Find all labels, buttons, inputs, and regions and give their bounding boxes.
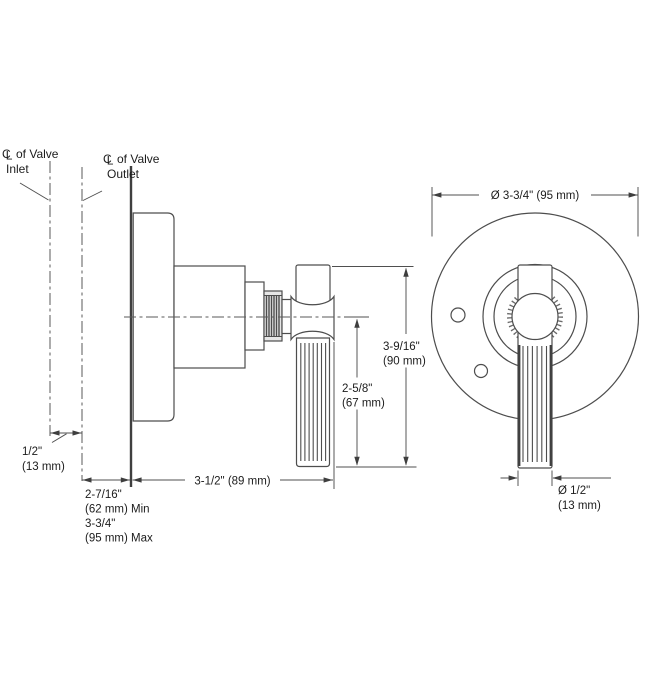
arrowhead <box>72 430 82 436</box>
svg-text:Ø 3-3/4" (95 mm): Ø 3-3/4" (95 mm) <box>491 190 580 202</box>
svg-text:Outlet: Outlet <box>107 167 140 181</box>
dim-projection: 3-1/2" (89 mm) <box>132 342 335 489</box>
stem-flutes-front <box>518 345 552 466</box>
svg-text:2-7/16": 2-7/16" <box>85 489 122 501</box>
arrowhead <box>354 318 360 328</box>
mounting-hole-upper <box>450 307 466 323</box>
svg-text:3-3/4": 3-3/4" <box>85 518 115 530</box>
svg-text:3-1/2" (89 mm): 3-1/2" (89 mm) <box>194 476 270 488</box>
arrowhead <box>403 267 409 277</box>
arrowhead <box>508 475 518 481</box>
cl-symbol: C <box>2 147 11 161</box>
dim-stem-diameter: Ø 1/2" (13 mm) <box>500 470 611 512</box>
arrowhead <box>432 192 442 198</box>
dim-wall-depth: 2-7/16" (62 mm) Min 3-3/4" (95 mm) Max <box>82 477 153 545</box>
svg-text:Inlet: Inlet <box>6 162 29 176</box>
cl-symbol: C <box>103 152 112 166</box>
svg-text:(95 mm) Max: (95 mm) Max <box>85 533 153 545</box>
stem-bore-circle <box>511 292 559 341</box>
svg-text:(90 mm): (90 mm) <box>383 356 426 368</box>
dim-below-centerline: 2-5/8" (67 mm) <box>342 318 385 466</box>
outlet-centerline-label: C L of Valve Outlet <box>82 152 160 201</box>
side-view: C L of Valve Inlet C L of Valve Outlet 1… <box>2 147 426 545</box>
body-step <box>244 281 265 351</box>
dim-plate-diameter: Ø 3-3/4" (95 mm) <box>431 187 639 237</box>
leader-line <box>51 433 67 443</box>
arrowhead <box>354 456 360 466</box>
inlet-centerline-label: C L of Valve Inlet <box>2 147 59 201</box>
svg-text:3-9/16": 3-9/16" <box>383 341 420 353</box>
dim-centerline-offset: 1/2" (13 mm) <box>22 430 82 473</box>
arrowhead <box>82 477 92 483</box>
mounting-hole-lower <box>473 363 489 379</box>
arrowhead <box>552 475 562 481</box>
svg-text:(62 mm) Min: (62 mm) Min <box>85 504 150 516</box>
arrowhead <box>120 477 130 483</box>
leader-line <box>19 182 49 201</box>
cl-symbol: L <box>107 154 114 168</box>
svg-text:Ø 1/2": Ø 1/2" <box>558 485 590 497</box>
arrowhead <box>403 456 409 466</box>
handle-hub-side <box>290 294 335 342</box>
arrowhead <box>628 192 638 198</box>
arrowhead <box>50 430 60 436</box>
handle-stem-side <box>295 337 331 468</box>
front-view: Ø 3-3/4" (95 mm) Ø 1/2" (13 mm) <box>430 187 640 512</box>
svg-text:of Valve: of Valve <box>117 152 160 166</box>
svg-text:2-5/8": 2-5/8" <box>342 383 372 395</box>
dim-overall-handle: 3-9/16" (90 mm) <box>332 266 426 468</box>
knurled-nut <box>263 290 283 342</box>
svg-text:(67 mm): (67 mm) <box>342 398 385 410</box>
leader-line <box>82 190 103 201</box>
handle-stem-top-side <box>295 264 331 306</box>
svg-text:1/2": 1/2" <box>22 446 42 458</box>
cl-symbol: L <box>6 149 13 163</box>
svg-text:(13 mm): (13 mm) <box>22 461 65 473</box>
svg-text:of Valve: of Valve <box>16 147 59 161</box>
svg-text:(13 mm): (13 mm) <box>558 500 601 512</box>
arrowhead <box>132 477 142 483</box>
arrowhead <box>323 477 333 483</box>
